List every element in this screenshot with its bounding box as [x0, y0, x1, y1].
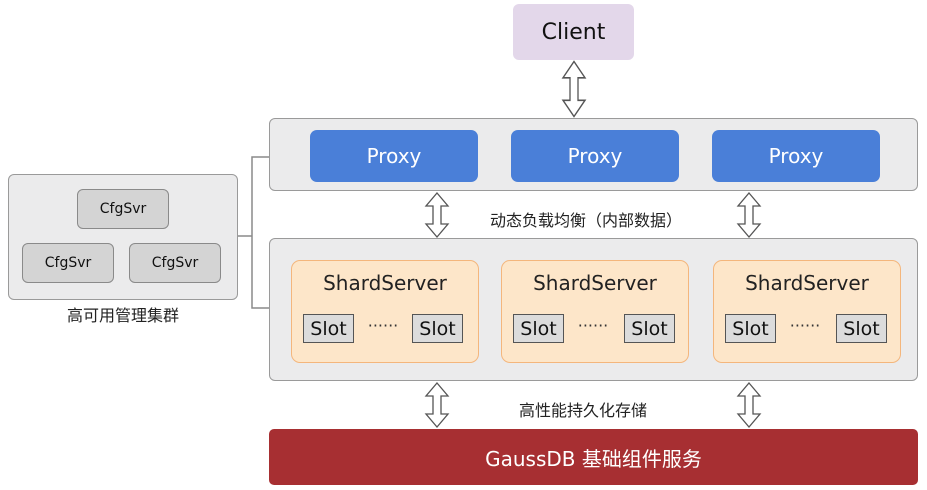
client-proxy-arrow	[562, 60, 586, 118]
storage-label: 高性能持久化存储	[519, 401, 648, 420]
proxy-node: Proxy	[712, 130, 880, 182]
cfg-cluster-label: 高可用管理集群	[66, 306, 179, 325]
proxy-label: Proxy	[567, 144, 623, 168]
cfg-node-label: CfgSvr	[44, 255, 92, 271]
slot-ellipsis: ······	[367, 316, 399, 335]
shard-server: ShardServer Slot ······ Slot	[713, 260, 901, 363]
proxy-shard-arrow-left	[425, 192, 449, 238]
shard-server: ShardServer Slot ······ Slot	[291, 260, 479, 363]
cfg-node-label: CfgSvr	[99, 201, 147, 217]
shard-server-title: ShardServer	[745, 271, 869, 295]
cfg-bracket	[238, 156, 269, 309]
slot: Slot	[624, 314, 675, 343]
proxy-node: Proxy	[511, 130, 679, 182]
gaussdb-label: GaussDB 基础组件服务	[485, 446, 702, 471]
cfg-node: CfgSvr	[77, 189, 169, 229]
client-label: Client	[541, 19, 606, 45]
slot: Slot	[303, 314, 354, 343]
cfg-node: CfgSvr	[129, 243, 221, 283]
client-node: Client	[513, 4, 634, 60]
proxy-shard-arrow-right	[737, 192, 761, 238]
proxy-node: Proxy	[310, 130, 478, 182]
proxy-label: Proxy	[768, 144, 824, 168]
slot-ellipsis: ······	[789, 316, 821, 335]
slot-ellipsis: ······	[577, 316, 609, 335]
slot: Slot	[836, 314, 887, 343]
shard-server-title: ShardServer	[533, 271, 657, 295]
shard-storage-arrow-left	[425, 382, 449, 428]
shard-server-title: ShardServer	[323, 271, 447, 295]
load-balance-label: 动态负载均衡（内部数据）	[490, 211, 683, 230]
proxy-label: Proxy	[366, 144, 422, 168]
slot: Slot	[513, 314, 564, 343]
cfg-node-label: CfgSvr	[151, 255, 199, 271]
cfg-node: CfgSvr	[22, 243, 114, 283]
slot: Slot	[725, 314, 776, 343]
gaussdb-bar: GaussDB 基础组件服务	[269, 429, 918, 485]
shard-storage-arrow-right	[737, 382, 761, 428]
slot: Slot	[412, 314, 463, 343]
shard-server: ShardServer Slot ······ Slot	[501, 260, 689, 363]
